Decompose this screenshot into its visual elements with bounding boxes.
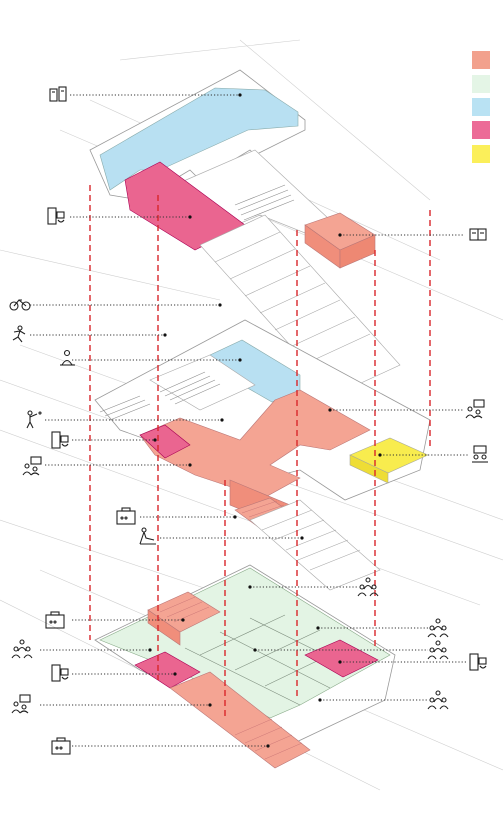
family-group-icon <box>427 690 449 710</box>
medical-kiosk-icon <box>51 431 69 449</box>
briefcase-icon <box>51 737 71 755</box>
legend-swatch-yellow <box>472 145 490 163</box>
icons <box>9 86 488 755</box>
middle-floor-magenta-zone <box>139 424 191 459</box>
person-reading-icon <box>60 349 75 366</box>
open-book-icon <box>469 228 487 241</box>
briefcase-icon <box>116 507 136 525</box>
classroom-icon <box>472 445 488 463</box>
group-meeting-icon <box>22 456 42 476</box>
legend-swatch-sky <box>472 98 490 116</box>
person-cleaning-icon <box>26 410 42 429</box>
briefcase-icon <box>45 611 65 629</box>
ground-floor-salmon-ramp <box>169 671 311 769</box>
server-rack-icon <box>49 86 67 102</box>
middle-floor-salmon-zone <box>139 389 371 501</box>
ground-floor-salmon-stair-side <box>147 609 181 646</box>
leader-lines <box>30 94 468 747</box>
medical-kiosk-icon <box>47 207 65 225</box>
middle-floor <box>94 319 431 533</box>
medical-kiosk-icon <box>51 664 69 682</box>
bicycle-icon <box>9 299 31 311</box>
top-floor <box>89 69 376 269</box>
middle-floor-yellow-side <box>349 454 389 484</box>
ground-floor-magenta-right <box>304 639 379 678</box>
legend-swatch-mint <box>472 75 490 93</box>
family-group-icon <box>427 618 449 638</box>
top-floor-stairs <box>234 184 295 221</box>
group-meeting-icon <box>11 694 31 714</box>
runner-icon <box>12 325 26 343</box>
medical-kiosk-icon <box>469 653 487 671</box>
middle-floor-stairs <box>99 371 221 421</box>
ground-floor-magenta-left <box>134 651 201 689</box>
legend-swatch-salmon <box>472 51 490 69</box>
family-group-icon <box>357 577 379 597</box>
lower-stair-ramp <box>249 499 381 591</box>
legend-swatch-magenta <box>472 121 490 139</box>
group-meeting-icon <box>465 399 485 419</box>
family-group-icon <box>427 640 449 660</box>
person-on-slide-icon <box>139 527 156 545</box>
ground-floor <box>94 564 396 769</box>
family-group-icon <box>11 639 33 659</box>
leader-dots <box>148 93 382 748</box>
